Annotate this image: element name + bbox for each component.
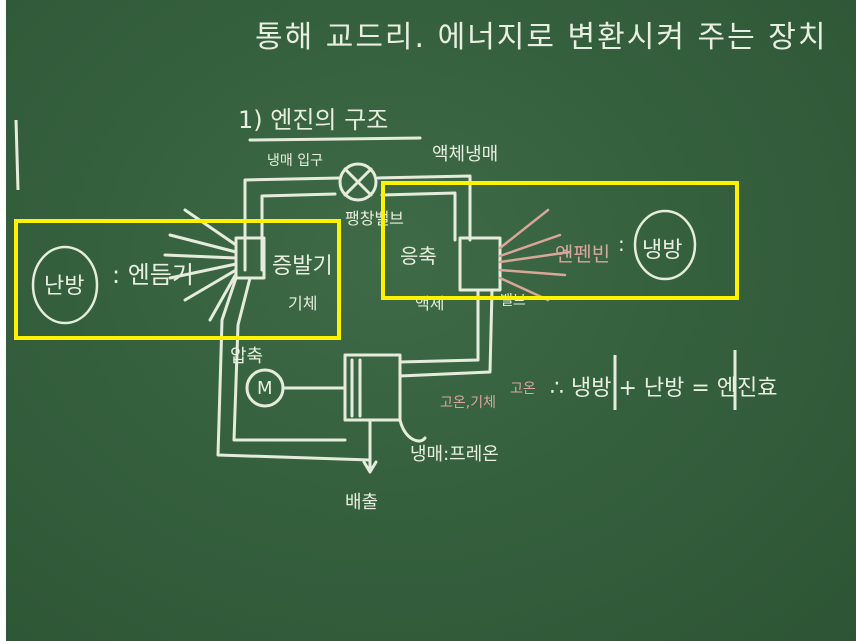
outlet-label: 배출: [345, 492, 379, 513]
condenser-label: 응축: [400, 244, 437, 268]
right-circle-text: 냉방: [642, 238, 683, 263]
right-colon: :: [618, 232, 625, 256]
right-highlight-box: [381, 181, 739, 300]
right-pink-text: 엔펜빈: [555, 242, 611, 266]
top-line-text: 통해 교드리. 에너지로 변환시켜 주는 장치: [255, 20, 828, 55]
top-right-note: 액체냉매: [432, 144, 499, 165]
heating-circle: [31, 245, 99, 325]
expansion-valve-symbol: [338, 162, 378, 202]
formula-pink-text: 고온: [510, 381, 536, 397]
inlet-label: 냉매 입구: [267, 153, 323, 169]
compressor-label: 압축: [230, 346, 264, 367]
gas-label: 기체: [288, 294, 318, 313]
evaporator-label: 증발기: [272, 254, 333, 279]
refrigerant-label: 냉매:프레온: [410, 444, 499, 465]
section-title: 1) 엔진의 구조: [238, 106, 389, 134]
cooling-circle: [633, 209, 697, 281]
formula-text: ∴ 냉방 + 난방 = 엔진효: [550, 376, 778, 401]
left-highlight-box: [14, 219, 341, 340]
pink-gas-label: 고온,기체: [440, 395, 496, 411]
left-circle-text: 난방: [44, 274, 85, 299]
expansion-valve-label: 팽창밸브: [345, 209, 404, 228]
left-label: : 엔듬기: [112, 261, 194, 289]
title-underline: [248, 136, 422, 142]
motor-letter: M: [257, 378, 273, 399]
condenser-box: [458, 236, 502, 292]
chalkboard: [6, 0, 856, 641]
